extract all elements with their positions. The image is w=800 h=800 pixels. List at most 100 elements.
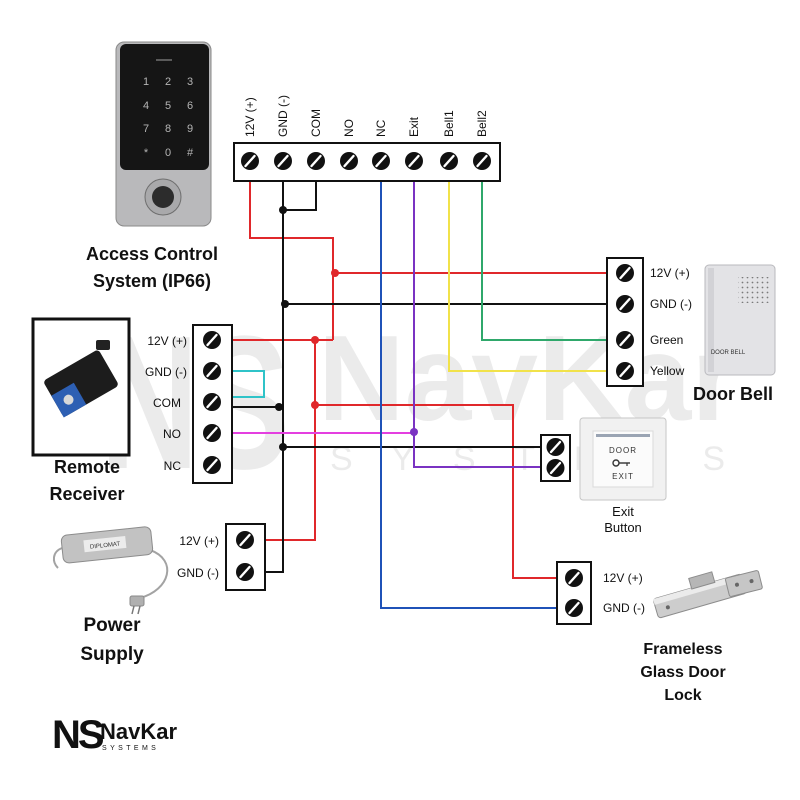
terminal-screw-exit <box>545 457 566 479</box>
terminal-label-bell1: Bell1 <box>442 110 456 137</box>
remote-receiver-image <box>31 317 131 457</box>
terminal-label-no: NO <box>163 427 181 441</box>
power-supply-caption-line1: Power <box>83 615 141 636</box>
wire-remote-gnd-com-jumper <box>232 370 265 398</box>
terminal-screw-12v <box>234 529 256 551</box>
keypad-key: 6 <box>187 100 193 112</box>
terminal-label-gnd: GND (-) <box>276 95 290 137</box>
exit-button-image: DOOR EXIT <box>579 417 667 501</box>
door-lock-caption-line3: Lock <box>664 687 701 704</box>
terminal-label-12v: 12V (+) <box>179 534 219 548</box>
access-control-caption-line1: Access Control <box>86 244 218 264</box>
terminal-screw-12v <box>239 150 261 172</box>
terminal-label-12v: 12V (+) <box>650 266 690 280</box>
terminal-screw-com <box>305 150 327 172</box>
junction-dot <box>311 401 319 409</box>
wire-gnd-main <box>265 180 284 573</box>
keypad-key: 1 <box>143 76 149 88</box>
terminal-screw-gnd <box>545 436 566 458</box>
junction-dot <box>311 336 319 344</box>
door-lock-caption-line2: Glass Door <box>640 664 725 681</box>
terminal-screw-gnd <box>272 150 294 172</box>
remote-receiver-caption-line2: Receiver <box>49 484 124 504</box>
terminal-label-com: COM <box>153 396 181 410</box>
terminal-label-12v: 12V (+) <box>147 334 187 348</box>
keypad-key: 7 <box>143 123 149 135</box>
terminal-screw-gnd <box>234 561 256 583</box>
junction-dot <box>279 206 287 214</box>
terminal-label-green: Green <box>650 333 683 347</box>
terminal-screw-12v <box>614 262 636 284</box>
wire-exit <box>413 180 541 468</box>
terminal-label-gnd: GND (-) <box>177 566 219 580</box>
junction-dot <box>281 300 289 308</box>
terminal-screw-com <box>201 391 223 413</box>
door-bell-image: DOOR BELL <box>704 264 776 376</box>
keypad-key: 0 <box>165 147 171 159</box>
keypad-key: * <box>144 147 149 159</box>
power-supply-image: DIPLOMAT <box>52 526 169 615</box>
terminal-label-12v: 12V (+) <box>603 571 643 585</box>
terminal-label-12v: 12V (+) <box>243 97 257 137</box>
power-supply-terminal-block: 12V (+) GND (-) <box>177 523 266 591</box>
access-control-caption-line2: System (IP66) <box>93 271 211 291</box>
terminal-screw-nc <box>201 454 223 476</box>
terminal-label-exit: Exit <box>407 116 421 137</box>
terminal-screw-bell1 <box>438 150 460 172</box>
logo-mark: NS <box>52 713 104 757</box>
exit-button-label-bottom: EXIT <box>612 472 634 481</box>
door-lock-terminal-block: 12V (+) GND (-) <box>556 561 645 625</box>
exit-button-caption-line2: Button <box>604 520 642 535</box>
keypad-key: 8 <box>165 123 171 135</box>
terminal-screw-green <box>614 329 636 351</box>
junction-dot <box>410 428 418 436</box>
terminal-screw-gnd <box>201 360 223 382</box>
logo-tagline: SYSTEMS <box>102 745 159 752</box>
exit-button-label-top: DOOR <box>609 446 637 455</box>
power-supply-device-label: DIPLOMAT <box>90 542 121 551</box>
keypad-key: # <box>187 147 194 159</box>
terminal-label-yellow: Yellow <box>650 364 685 378</box>
door-lock-caption-line1: Frameless <box>643 641 722 658</box>
wire-bell2-green <box>481 180 607 341</box>
wire-12v-main <box>249 180 334 340</box>
terminal-label-no: NO <box>342 119 356 137</box>
wire-bell1-yellow <box>448 180 607 372</box>
door-bell-device-label: DOOR BELL <box>711 350 746 356</box>
wire-com-to-gnd <box>283 180 317 211</box>
power-supply-caption-line2: Supply <box>80 644 144 665</box>
key-icon <box>612 459 630 467</box>
terminal-screw-exit <box>403 150 425 172</box>
terminal-screw-gnd <box>614 293 636 315</box>
terminal-label-com: COM <box>309 109 323 137</box>
door-bell-caption: Door Bell <box>693 384 773 404</box>
terminal-label-bell2: Bell2 <box>475 110 489 137</box>
wire-nc-lock <box>380 180 557 609</box>
access-control-terminal-block: 12V (+) GND (-) COM NO NC Exit Bell1 Bel… <box>233 95 501 182</box>
navkar-logo: NS NavKar SYSTEMS <box>52 713 177 757</box>
terminal-screw-yellow <box>614 360 636 382</box>
logo-name: NavKar <box>100 719 177 744</box>
terminal-screw-bell2 <box>471 150 493 172</box>
terminal-label-gnd: GND (-) <box>145 365 187 379</box>
keypad-key: 9 <box>187 123 193 135</box>
terminal-screw-gnd <box>563 597 585 619</box>
junction-dot <box>331 269 339 277</box>
junction-dot <box>275 403 283 411</box>
terminal-label-gnd: GND (-) <box>603 601 645 615</box>
terminal-label-nc: NC <box>374 119 388 137</box>
terminal-screw-no <box>201 422 223 444</box>
terminal-label-nc: NC <box>164 459 182 473</box>
keypad-key: 3 <box>187 76 193 88</box>
keypad-key: 2 <box>165 76 171 88</box>
terminal-screw-12v <box>563 567 585 589</box>
junction-dot <box>279 443 287 451</box>
terminal-label-gnd: GND (-) <box>650 297 692 311</box>
remote-receiver-terminal-block: 12V (+) GND (-) COM NO NC <box>145 324 233 484</box>
terminal-screw-12v <box>201 329 223 351</box>
watermark-name: NavKar <box>318 310 738 446</box>
terminal-screw-no <box>338 150 360 172</box>
door-bell-terminal-block: 12V (+) GND (-) Green Yellow <box>606 257 692 387</box>
